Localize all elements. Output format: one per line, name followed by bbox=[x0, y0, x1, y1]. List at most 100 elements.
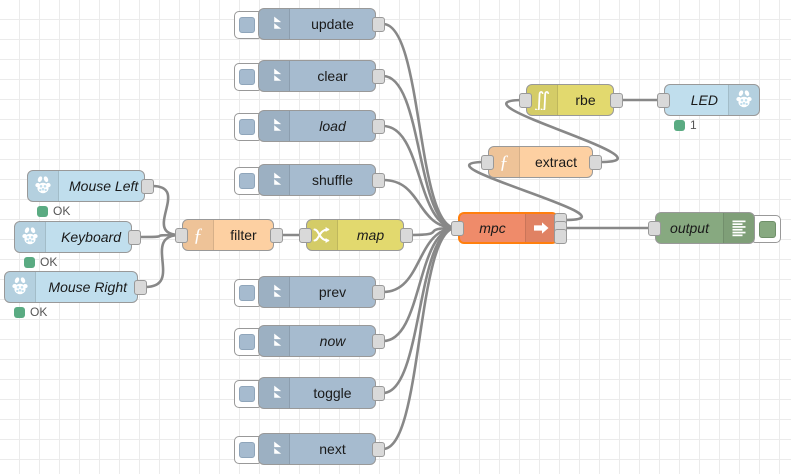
node-toggle[interactable]: toggle bbox=[258, 377, 376, 409]
node-label-prev: prev bbox=[318, 284, 347, 300]
node-update[interactable]: update bbox=[258, 8, 376, 40]
inject-button-clear[interactable] bbox=[234, 63, 260, 91]
inject-arrow-icon bbox=[259, 61, 290, 91]
inject-button-prev[interactable] bbox=[234, 279, 260, 307]
status-dot-icon bbox=[14, 306, 25, 318]
inject-arrow-icon bbox=[259, 378, 290, 408]
node-label-output: output bbox=[670, 220, 709, 236]
node-keyboard[interactable]: Keyboard bbox=[14, 221, 132, 253]
status-mouse-left: OK bbox=[37, 204, 70, 218]
node-now[interactable]: now bbox=[258, 325, 376, 357]
status-dot-icon bbox=[674, 119, 685, 131]
node-output[interactable]: output bbox=[655, 212, 755, 244]
input-port-extract[interactable] bbox=[481, 155, 494, 170]
inject-button-glyph bbox=[239, 173, 255, 189]
input-port-map[interactable] bbox=[299, 228, 312, 243]
wire-toggle-to-mpc bbox=[381, 226, 458, 395]
node-mouse-right[interactable]: Mouse Right bbox=[4, 271, 138, 303]
node-label-mouse-right: Mouse Right bbox=[48, 279, 127, 295]
wire-mouse-right-to-filter bbox=[143, 233, 182, 289]
input-port-mpc[interactable] bbox=[451, 221, 464, 236]
inject-button-glyph bbox=[239, 442, 255, 458]
node-rbe[interactable]: ∬ rbe bbox=[526, 84, 614, 116]
output-port-rbe-0[interactable] bbox=[610, 93, 623, 108]
inject-button-update[interactable] bbox=[234, 11, 260, 39]
node-clear[interactable]: clear bbox=[258, 60, 376, 92]
output-port-shuffle-0[interactable] bbox=[372, 173, 385, 188]
node-load[interactable]: load bbox=[258, 110, 376, 142]
output-port-next-0[interactable] bbox=[372, 442, 385, 457]
input-port-led[interactable] bbox=[657, 93, 670, 108]
node-next[interactable]: next bbox=[258, 433, 376, 465]
output-port-load-0[interactable] bbox=[372, 119, 385, 134]
output-port-mouse-right-0[interactable] bbox=[134, 280, 147, 295]
wire-next-to-mpc bbox=[381, 226, 458, 451]
inject-button-now[interactable] bbox=[234, 328, 260, 356]
inject-arrow-icon bbox=[259, 165, 290, 195]
inject-arrow-icon bbox=[259, 326, 290, 356]
inject-button-glyph bbox=[239, 69, 255, 85]
node-label-clear: clear bbox=[317, 68, 348, 84]
input-port-filter[interactable] bbox=[175, 228, 188, 243]
node-label-keyboard: Keyboard bbox=[61, 229, 121, 245]
node-label-mouse-left: Mouse Left bbox=[69, 178, 139, 194]
node-label-rbe: rbe bbox=[575, 92, 596, 108]
inject-button-next[interactable] bbox=[234, 436, 260, 464]
inject-button-toggle[interactable] bbox=[234, 380, 260, 408]
inject-arrow-icon bbox=[259, 434, 290, 464]
output-port-now-0[interactable] bbox=[372, 334, 385, 349]
wire-load-to-mpc bbox=[381, 124, 458, 230]
node-label-led: LED bbox=[690, 92, 718, 108]
output-port-clear-0[interactable] bbox=[372, 69, 385, 84]
raspberry-pi-icon bbox=[15, 222, 46, 252]
status-text: OK bbox=[40, 255, 58, 269]
output-port-filter-0[interactable] bbox=[270, 228, 283, 243]
shuffle-icon bbox=[307, 220, 338, 250]
node-label-load: load bbox=[319, 118, 346, 134]
node-label-toggle: toggle bbox=[313, 385, 352, 401]
input-port-output[interactable] bbox=[648, 221, 661, 236]
right-arrow-icon bbox=[525, 214, 556, 242]
svg-text:ƒ: ƒ bbox=[499, 152, 509, 172]
inject-button-glyph bbox=[239, 386, 255, 402]
status-dot-icon bbox=[24, 256, 35, 268]
wire-map-to-mpc bbox=[409, 226, 458, 237]
node-mouse-left[interactable]: Mouse Left bbox=[27, 170, 145, 202]
input-port-rbe[interactable] bbox=[519, 93, 532, 108]
output-port-mouse-left-0[interactable] bbox=[141, 179, 154, 194]
debug-lines-icon bbox=[723, 213, 754, 243]
output-port-mpc-2[interactable] bbox=[554, 229, 567, 244]
inject-arrow-icon bbox=[259, 111, 290, 141]
inject-button-shuffle[interactable] bbox=[234, 167, 260, 195]
wire-clear-to-mpc bbox=[381, 74, 458, 230]
node-mpc[interactable]: mpc bbox=[458, 212, 558, 244]
node-label-map: map bbox=[356, 227, 385, 243]
output-port-update-0[interactable] bbox=[372, 17, 385, 32]
output-port-keyboard-0[interactable] bbox=[128, 230, 141, 245]
debug-toggle-button-output[interactable] bbox=[753, 215, 781, 243]
inject-button-load[interactable] bbox=[234, 113, 260, 141]
node-label-extract: extract bbox=[534, 154, 577, 170]
raspberry-pi-icon bbox=[5, 272, 36, 302]
inject-arrow-icon bbox=[259, 9, 290, 39]
output-port-map-0[interactable] bbox=[400, 228, 413, 243]
raspberry-pi-icon bbox=[28, 171, 59, 201]
node-shuffle[interactable]: shuffle bbox=[258, 164, 376, 196]
node-extract[interactable]: ƒ extract bbox=[488, 146, 593, 178]
inject-arrow-icon bbox=[259, 277, 290, 307]
status-mouse-right: OK bbox=[14, 305, 47, 319]
raspberry-pi-icon bbox=[728, 85, 759, 115]
node-map[interactable]: map bbox=[306, 219, 404, 251]
output-port-prev-0[interactable] bbox=[372, 285, 385, 300]
debug-toggle-glyph bbox=[758, 220, 776, 238]
node-prev[interactable]: prev bbox=[258, 276, 376, 308]
function-f-icon: ƒ bbox=[183, 220, 214, 250]
svg-text:ƒ: ƒ bbox=[193, 225, 203, 245]
output-port-extract-0[interactable] bbox=[589, 155, 602, 170]
status-keyboard: OK bbox=[24, 255, 57, 269]
output-port-toggle-0[interactable] bbox=[372, 386, 385, 401]
svg-text:∬: ∬ bbox=[534, 90, 551, 110]
node-led[interactable]: LED bbox=[664, 84, 760, 116]
